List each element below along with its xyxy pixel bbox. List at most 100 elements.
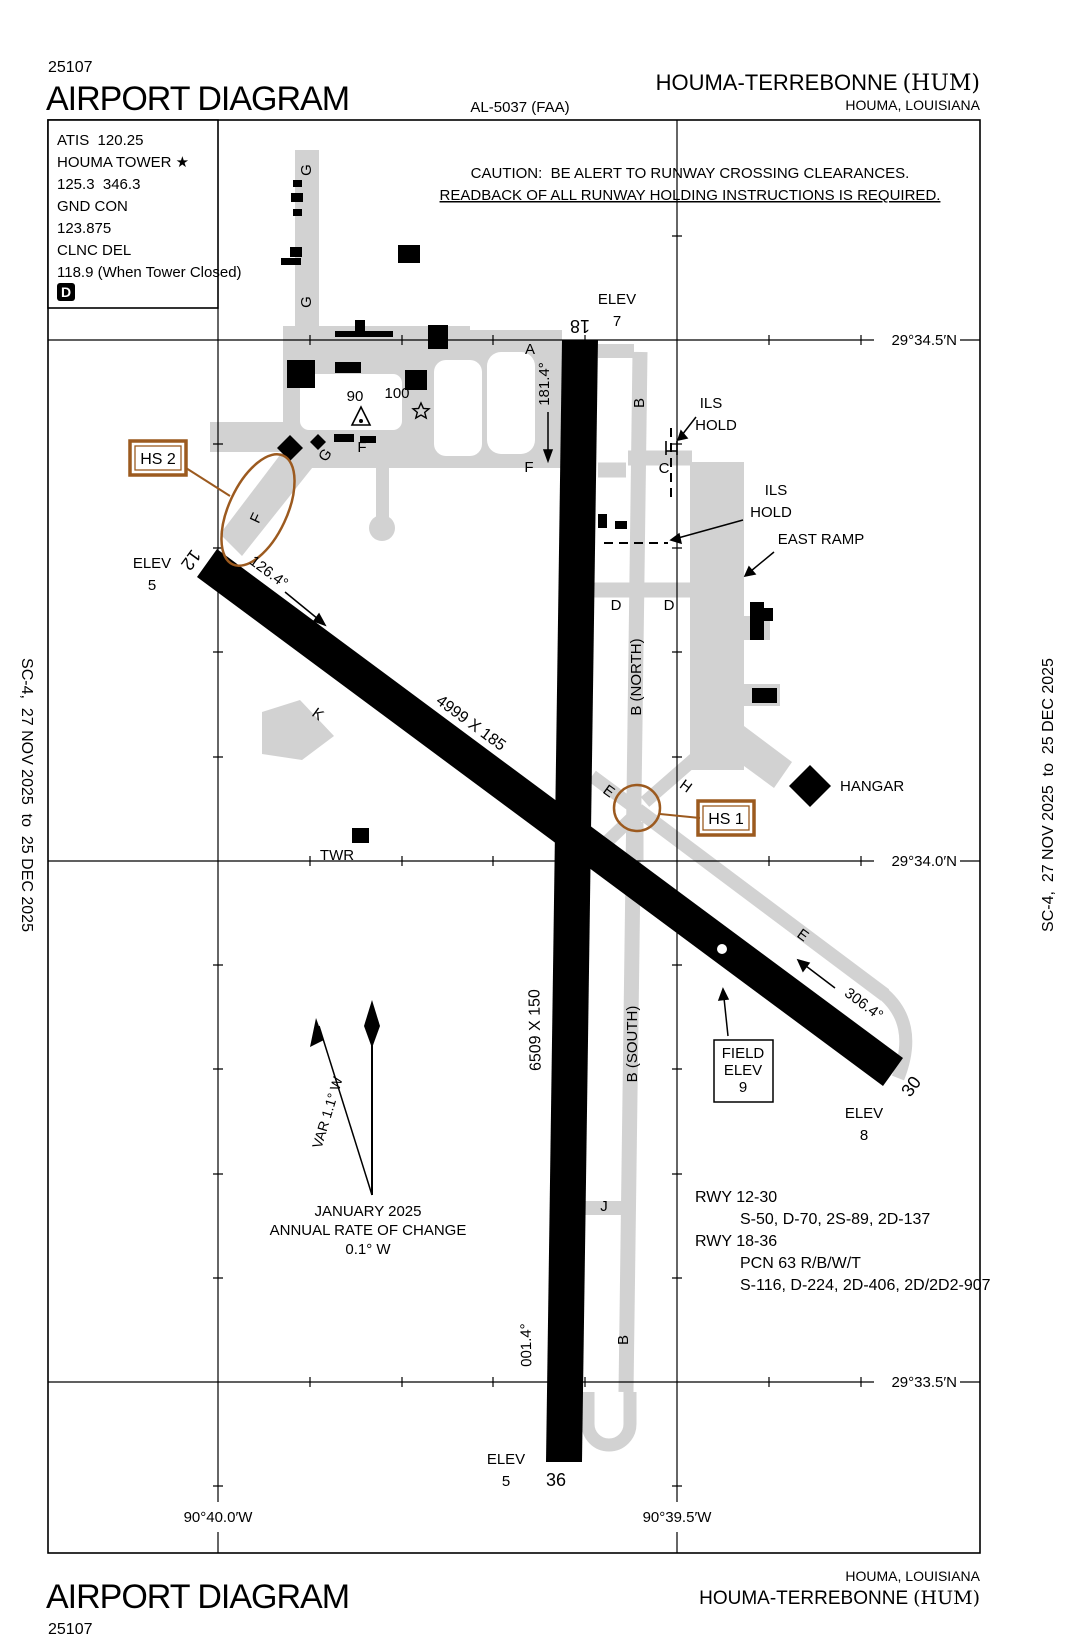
twr-label: TWR <box>320 847 354 864</box>
airport-name: HOUMA-TERREBONNE(HUM) <box>656 70 980 96</box>
comm-line-5: 123.875 <box>57 220 111 237</box>
caution-note: CAUTION: BE ALERT TO RUNWAY CROSSING CLE… <box>440 165 941 204</box>
rwy30-elev-value: 8 <box>860 1127 868 1144</box>
comm-line-2: HOUMA TOWER ★ <box>57 154 189 171</box>
star-icon <box>411 401 431 420</box>
rwy18-elev-value: 7 <box>613 313 621 330</box>
airport-ident: (HUM) <box>903 71 980 96</box>
comm-line-6: CLNC DEL <box>57 242 131 259</box>
ils-hold-1-l1: ILS <box>700 395 723 412</box>
taxiway-a-label: A <box>525 341 535 358</box>
rwy36-elev-value: 5 <box>502 1473 510 1490</box>
delta-symbol-letter: D <box>61 284 71 300</box>
footer-airport-ident: (HUM) <box>913 1587 980 1609</box>
ils-hold-lines <box>604 428 678 544</box>
hs1-label: HS 1 <box>708 811 744 828</box>
variation-label: VAR 1.1° W <box>309 1074 346 1150</box>
rwy12-number: 12 <box>177 546 205 574</box>
airport-city: HOUMA, LOUISIANA <box>845 97 980 113</box>
annual-rate-note: JANUARY 2025 ANNUAL RATE OF CHANGE 0.1° … <box>270 1203 467 1258</box>
lat-label-1: 29°34.5′N <box>891 332 957 349</box>
airport-name-text: HOUMA-TERREBONNE <box>656 70 898 95</box>
compass-rose <box>310 1000 380 1196</box>
lat-label-3: 29°33.5′N <box>891 1374 957 1391</box>
runway-data-block: RWY 12-30 S-50, D-70, 2S-89, 2D-137 RWY … <box>695 1189 991 1294</box>
caution-line-1: CAUTION: BE ALERT TO RUNWAY CROSSING CLE… <box>471 165 910 182</box>
footer-number: 25107 <box>48 1621 93 1638</box>
footer-airport-text: HOUMA-TERREBONNE <box>699 1588 908 1609</box>
hangar-label: HANGAR <box>840 778 904 795</box>
rwy36-heading: 001.4° <box>518 1323 536 1367</box>
rwy1836-dimensions: 6509 X 150 <box>526 989 544 1071</box>
rwy18-number: 18 <box>570 316 590 336</box>
hotspot-shapes <box>128 439 756 837</box>
delta-symbol <box>57 283 75 301</box>
taxiway-b-north-label: B (NORTH) <box>628 638 645 715</box>
east-ramp-label: EAST RAMP <box>778 531 864 548</box>
field-elev-value: 9 <box>739 1079 747 1096</box>
rwy36-elev-label: ELEV <box>487 1451 525 1468</box>
feature-labels: ILS HOLD ILS HOLD EAST RAMP HANGAR TWR <box>320 395 904 864</box>
beacon-symbol <box>350 405 372 426</box>
rwy18-heading: 181.4° <box>536 362 553 406</box>
al-number: AL-5037 (FAA) <box>470 99 569 116</box>
pavement-fills-2 <box>262 464 395 760</box>
field-elev-l2: ELEV <box>724 1062 762 1079</box>
rwy-data-line-3: RWY 18-36 <box>695 1233 777 1250</box>
comm-box: ATIS 120.25 HOUMA TOWER ★ 125.3 346.3 GN… <box>47 119 242 309</box>
ils-hold-2-l2: HOLD <box>750 504 792 521</box>
rwy-data-line-2: S-50, D-70, 2S-89, 2D-137 <box>740 1211 930 1228</box>
buildings <box>277 180 831 843</box>
page-title: AIRPORT DIAGRAM <box>46 80 349 118</box>
taxiway-g-label-2: G <box>298 296 315 308</box>
taxiway-f-label-2: F <box>524 459 533 476</box>
grid-lines <box>48 120 980 1553</box>
field-elev-dot <box>717 944 727 954</box>
taxiway-d-label-1: D <box>611 597 622 614</box>
taxiway-g-label-1: G <box>298 164 315 176</box>
footer-airport: HOUMA-TERREBONNE(HUM) <box>699 1587 980 1609</box>
taxiway-b-label: B <box>631 398 648 408</box>
rwy30-elev-label: ELEV <box>845 1105 883 1122</box>
lon-label-2: 90°39.5′W <box>643 1509 713 1526</box>
variation-amount: 0.1° W <box>345 1241 391 1258</box>
field-elev-box: FIELD ELEV 9 <box>713 1039 774 1103</box>
comm-line-7: 118.9 (When Tower Closed) <box>57 264 242 281</box>
ils-hold-2-l1: ILS <box>765 482 788 499</box>
ils-hold-1-l2: HOLD <box>695 417 737 434</box>
side-date-left: SC-4, 27 NOV 2025 to 25 DEC 2025 <box>18 658 35 932</box>
lat-label-2: 29°34.0′N <box>891 853 957 870</box>
fuel-100: 100 <box>384 385 409 402</box>
chart-number-top: 25107 <box>48 59 93 76</box>
variation-date: JANUARY 2025 <box>314 1203 421 1220</box>
pavement-fills <box>210 150 792 788</box>
comm-line-1: ATIS 120.25 <box>57 132 143 149</box>
fuel-90: 90 <box>347 388 364 405</box>
caution-line-2: READBACK OF ALL RUNWAY HOLDING INSTRUCTI… <box>440 187 941 204</box>
runway-12-30 <box>197 549 903 1086</box>
taxiway-c-label: C <box>659 460 670 477</box>
side-date-right: SC-4, 27 NOV 2025 to 25 DEC 2025 <box>1040 658 1057 932</box>
rwy-data-line-1: RWY 12-30 <box>695 1189 777 1206</box>
rwy36-number: 36 <box>546 1470 566 1490</box>
hs2-label: HS 2 <box>140 451 176 468</box>
taxiway-j-label: J <box>600 1198 608 1215</box>
taxiway-d-label-2: D <box>664 597 675 614</box>
runway-18-36 <box>546 340 598 1462</box>
grid-labels: 29°34.5′N 29°34.0′N 29°33.5′N 90°40.0′W … <box>184 332 957 1526</box>
rwy-data-line-5: S-116, D-224, 2D-406, 2D/2D2-907 <box>740 1277 991 1294</box>
rwy12-elev-label: ELEV <box>133 555 171 572</box>
rwy-data-line-4: PCN 63 R/B/W/T <box>740 1255 861 1272</box>
map-frame <box>47 119 981 1554</box>
apron-islands <box>300 352 535 456</box>
field-elev-l1: FIELD <box>722 1045 765 1062</box>
hotspot-labels: HS 1 HS 2 <box>140 451 744 828</box>
rwy12-elev-value: 5 <box>148 577 156 594</box>
comm-line-3: 125.3 346.3 <box>57 176 140 193</box>
variation-rate: ANNUAL RATE OF CHANGE <box>270 1222 467 1239</box>
lon-label-1: 90°40.0′W <box>184 1509 254 1526</box>
taxiway-b-south-label: B (SOUTH) <box>624 1006 641 1083</box>
footer-city: HOUMA, LOUISIANA <box>845 1568 980 1584</box>
taxiway-b-label-2: B <box>615 1335 632 1345</box>
